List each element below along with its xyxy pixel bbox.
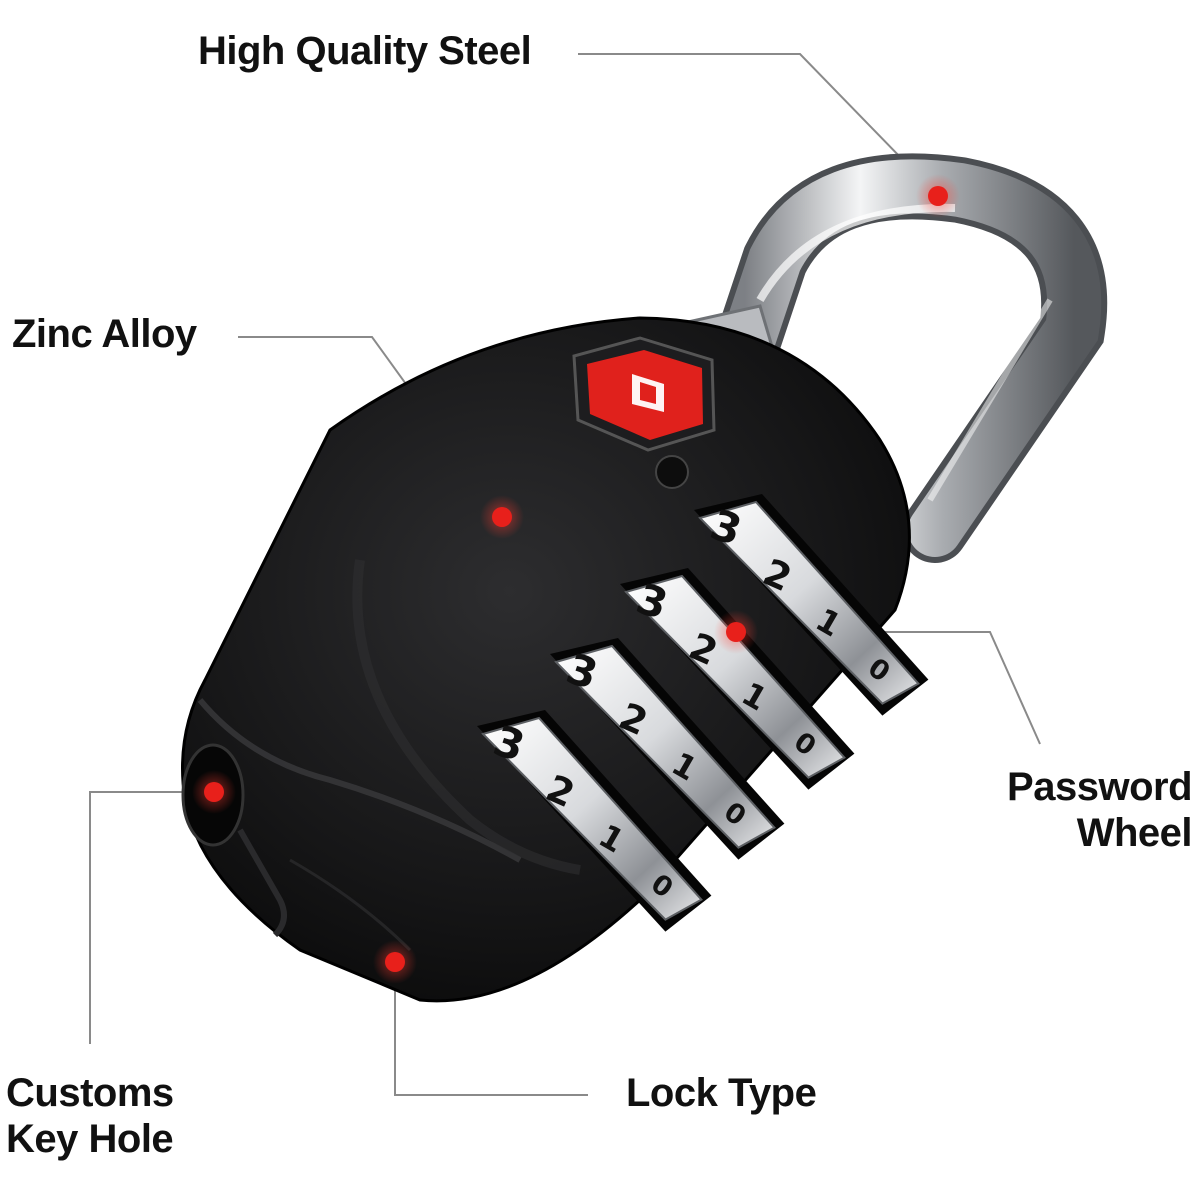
callout-steel-text: High Quality Steel [198,29,532,73]
marker-type [385,952,405,972]
leader-type [394,962,588,1096]
callout-zinc-alloy: Zinc Alloy [12,311,197,357]
marker-wheel [726,622,746,642]
callout-zinc-text: Zinc Alloy [12,312,197,356]
callout-hole-line2: Key Hole [6,1117,174,1161]
leader-steel [578,53,939,197]
callout-wheel-line2: Wheel [1076,811,1193,855]
callout-wheel-line1: Password [1007,765,1192,809]
callout-password-wheel: Password Wheel [1007,764,1192,856]
leader-hole [89,791,214,1044]
zinc-alloy-body [181,316,911,1003]
marker-hole [204,782,224,802]
callout-markers [192,174,960,984]
callout-hole-line1: Customs [6,1071,174,1115]
tsa-red-diamond [572,336,716,489]
marker-steel [928,186,948,206]
marker-zinc [492,507,512,527]
callout-type-text: Lock Type [626,1071,817,1115]
callout-high-quality-steel: High Quality Steel [198,28,532,74]
callout-customs-key-hole: Customs Key Hole [6,1070,174,1162]
callout-lock-type: Lock Type [626,1070,817,1116]
